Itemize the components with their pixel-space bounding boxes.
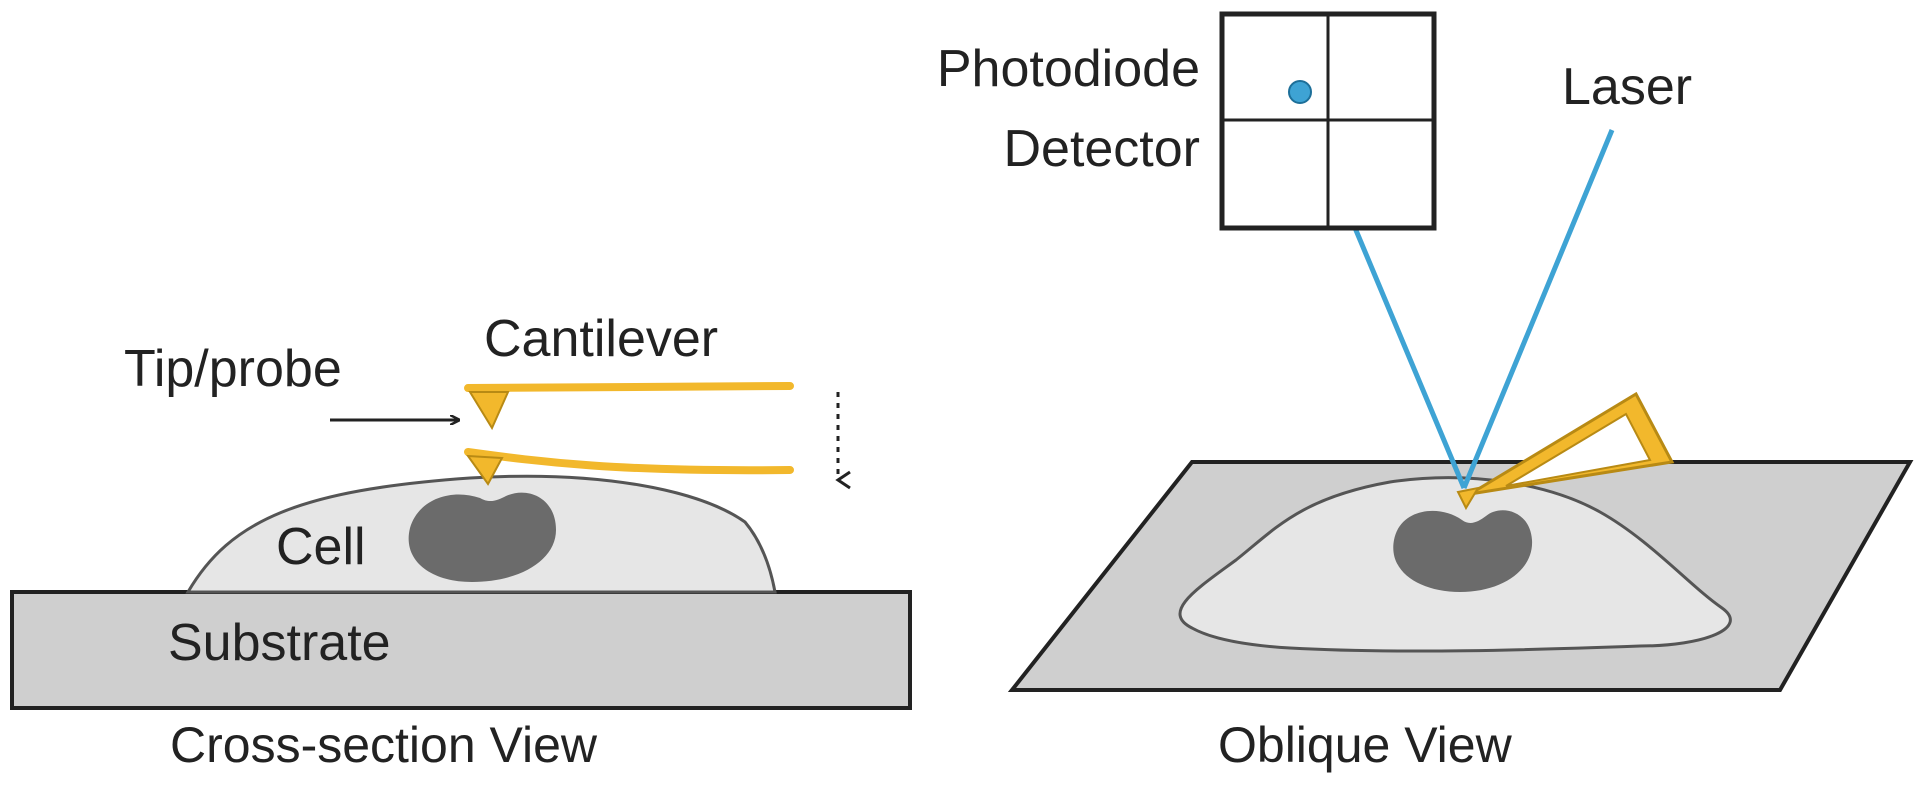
oblique-view: Photodiode Detector Laser Oblique View bbox=[937, 11, 1914, 773]
detector-label-line1: Photodiode bbox=[937, 40, 1200, 98]
oblique-cantilever bbox=[1456, 391, 1675, 511]
oblique-caption: Oblique View bbox=[1218, 717, 1513, 773]
detector-label-line2: Detector bbox=[1003, 120, 1200, 178]
cantilever-label: Cantilever bbox=[484, 310, 718, 368]
laser-beam-incoming bbox=[1461, 129, 1615, 489]
substrate-label: Substrate bbox=[168, 614, 391, 672]
nucleus bbox=[408, 492, 556, 582]
photodiode-detector bbox=[1219, 11, 1437, 231]
cantilever-lower bbox=[464, 448, 794, 486]
tip-label: Tip/probe bbox=[124, 340, 342, 398]
substrate-block bbox=[10, 590, 912, 710]
oblique-nucleus bbox=[1393, 510, 1533, 592]
cross-section-caption: Cross-section View bbox=[170, 717, 598, 773]
cross-section-view: Tip/probe Cantilever Cell Substrate Cros… bbox=[10, 310, 912, 773]
cell-label: Cell bbox=[276, 518, 366, 576]
cantilever-upper bbox=[464, 382, 794, 431]
laser-spot bbox=[1288, 80, 1312, 104]
laser-label: Laser bbox=[1562, 58, 1692, 116]
